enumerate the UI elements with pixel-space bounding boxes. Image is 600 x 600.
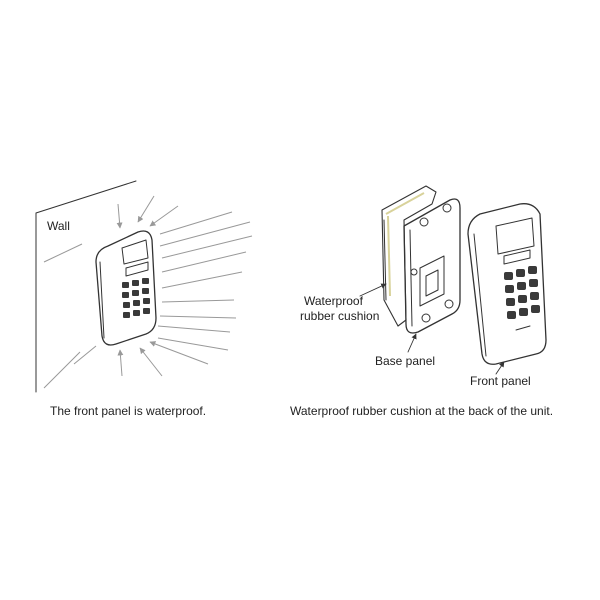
front-panel-label: Front panel [470,374,531,388]
left-caption: The front panel is waterproof. [50,404,206,418]
wall [35,180,137,393]
front-panel-keys [504,266,540,319]
cushion-label-line2: rubber cushion [300,309,379,323]
base-panel [403,198,461,334]
right-figure: Waterproof rubber cushion Base panel Fro… [290,185,553,418]
base-panel-label: Base panel [375,354,435,368]
water-spray-arrows [73,195,253,377]
cushion-label-line1: Waterproof [304,294,364,308]
front-panel-device [467,203,547,365]
rubber-cushion [381,185,437,327]
left-figure: Wall [35,180,253,418]
keypad-device-left [95,230,157,346]
keypad-left-keys [122,278,150,318]
leader-arrows [359,283,505,375]
wall-label: Wall [47,219,70,233]
right-caption: Waterproof rubber cushion at the back of… [290,404,553,418]
